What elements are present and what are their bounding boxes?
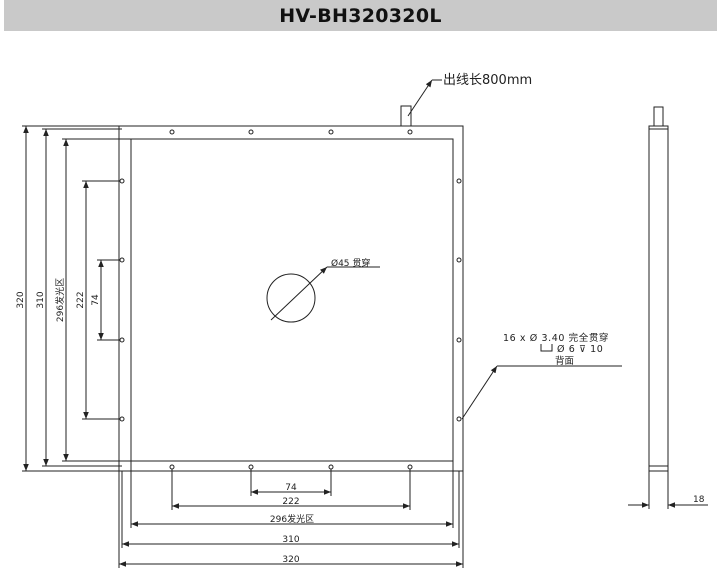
center-hole-label: Ø45 贯穿 bbox=[331, 257, 370, 269]
dim-left-222: 222 bbox=[76, 291, 86, 308]
dim-left-310: 310 bbox=[36, 291, 46, 308]
dim-bottom-222: 222 bbox=[282, 497, 299, 507]
mounting-hole bbox=[407, 464, 413, 470]
center-hole bbox=[266, 273, 316, 323]
page-title: HV-BH320320L bbox=[279, 4, 442, 27]
front-view bbox=[118, 105, 464, 472]
mounting-hole bbox=[456, 337, 462, 343]
mounting-hole bbox=[119, 337, 125, 343]
dim-side-18: 18 bbox=[693, 495, 705, 505]
hole-callout-leader bbox=[461, 344, 622, 420]
hole-callout-back: 背面 bbox=[555, 355, 574, 367]
dim-left-74: 74 bbox=[91, 294, 101, 306]
cable-stub bbox=[400, 105, 412, 127]
dim-left-320: 320 bbox=[16, 291, 26, 308]
title-bar: HV-BH320320L bbox=[4, 0, 717, 31]
side-cable-stub bbox=[653, 106, 664, 127]
cable-leader bbox=[407, 79, 442, 117]
mounting-hole bbox=[456, 416, 462, 422]
bottom-dimension-lines bbox=[118, 461, 464, 568]
mounting-hole bbox=[169, 129, 175, 135]
inner-light-area bbox=[130, 138, 454, 462]
hole-callout-line2: Ø 6 ⊽ 10 bbox=[557, 344, 603, 355]
mounting-hole bbox=[407, 129, 413, 135]
mounting-hole bbox=[456, 178, 462, 184]
mounting-hole bbox=[169, 464, 175, 470]
cable-length-label: 出线长800mm bbox=[443, 73, 532, 88]
left-dimension-lines bbox=[22, 125, 131, 472]
mounting-hole bbox=[328, 129, 334, 135]
mounting-hole bbox=[328, 464, 334, 470]
dim-bottom-310: 310 bbox=[282, 535, 299, 545]
bottom-dimension-texts: 74 222 296发光区 310 320 bbox=[270, 483, 314, 565]
mounting-hole bbox=[119, 416, 125, 422]
mounting-hole bbox=[456, 257, 462, 263]
center-hole-leader bbox=[270, 266, 328, 321]
mounting-hole bbox=[248, 129, 254, 135]
dim-left-296: 296发光区 bbox=[54, 278, 66, 322]
mounting-holes bbox=[119, 129, 462, 470]
mounting-hole bbox=[248, 464, 254, 470]
outer-frame bbox=[118, 125, 464, 472]
side-view bbox=[628, 106, 708, 509]
left-dimension-texts: 320 310 296发光区 222 74 bbox=[16, 278, 101, 322]
dim-bottom-320: 320 bbox=[282, 555, 299, 565]
mounting-hole bbox=[119, 178, 125, 184]
dim-bottom-74: 74 bbox=[285, 483, 297, 493]
mounting-hole bbox=[119, 257, 125, 263]
side-body bbox=[648, 125, 669, 472]
dim-bottom-296: 296发光区 bbox=[270, 513, 314, 525]
hole-callout-line1: 16 x Ø 3.40 完全贯穿 bbox=[503, 332, 609, 344]
